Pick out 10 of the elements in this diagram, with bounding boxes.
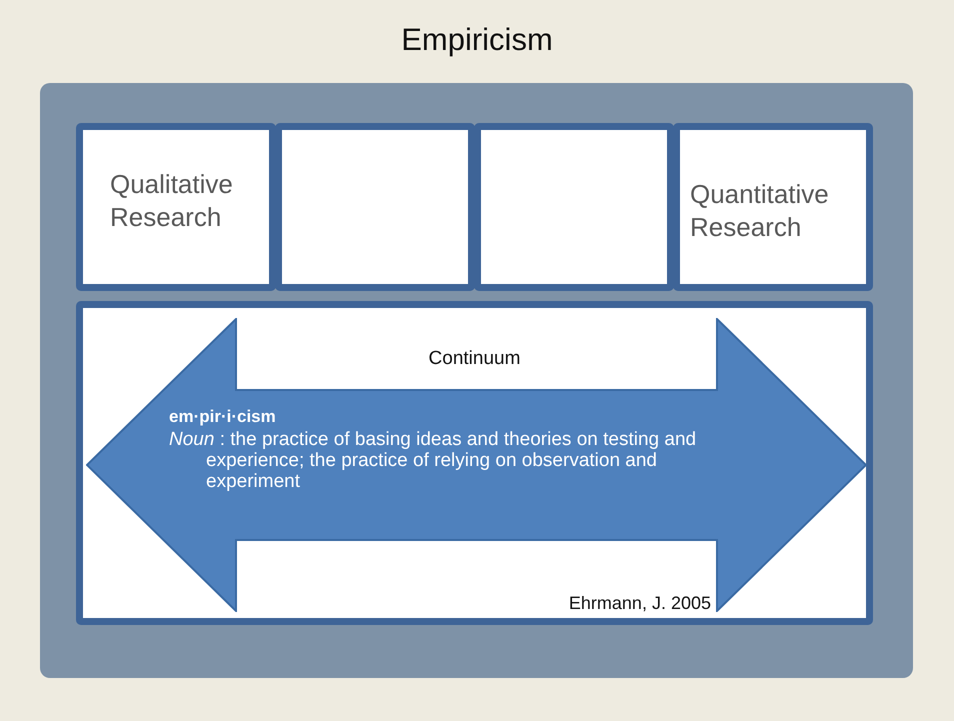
- background-panel: [40, 83, 913, 678]
- term-heading: em·pir·i·cism: [169, 407, 276, 427]
- citation-text: Ehrmann, J. 2005: [568, 593, 711, 614]
- box-label: Qualitative Research: [110, 168, 234, 234]
- slide-title: Empiricism: [400, 22, 554, 58]
- definition-text: Noun : the practice of basing ideas and theories on testing and experience; the practice of relying on observation and experiment: [169, 429, 698, 492]
- box-label: Quantitative Research: [690, 178, 830, 244]
- text-box: [76, 123, 276, 291]
- text-box: [673, 123, 873, 291]
- continuum-label: Continuum: [428, 348, 522, 370]
